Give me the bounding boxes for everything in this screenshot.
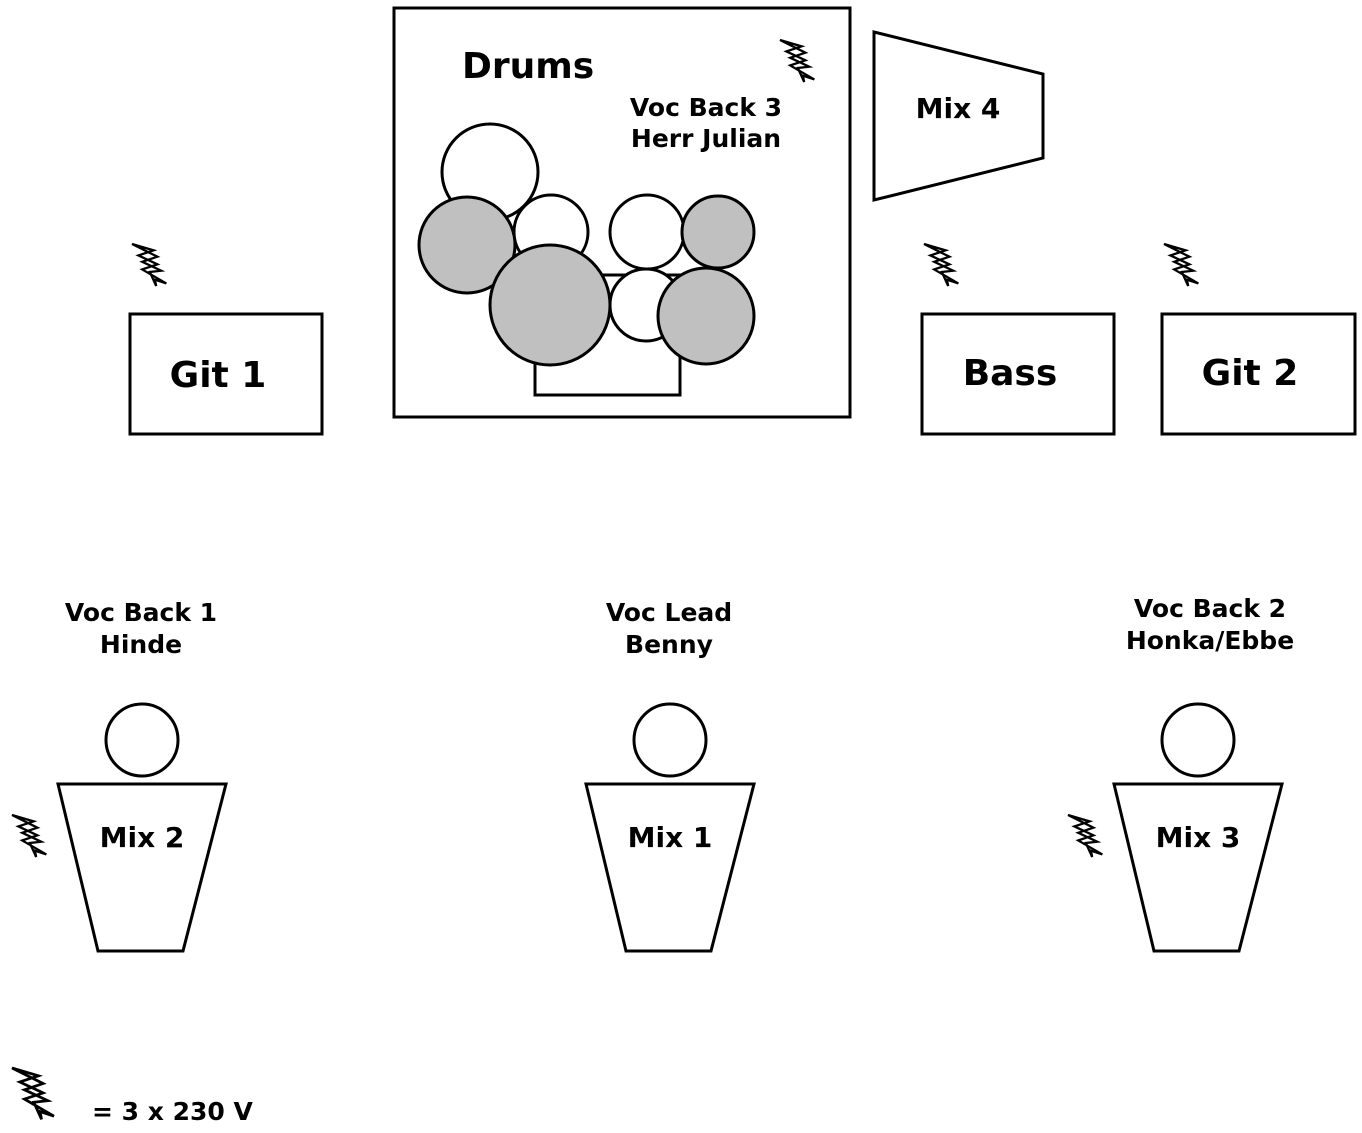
- amp-bass-label: Bass: [963, 353, 1058, 394]
- amp-git1-label: Git 1: [170, 355, 267, 396]
- vocalist-mix-label: Mix 2: [100, 821, 185, 854]
- vocalist-name-line2: Honka/Ebbe: [1126, 626, 1294, 655]
- power-bolt-icon: [1057, 806, 1114, 862]
- monitor-wedge: [1112, 782, 1284, 953]
- amp-box: [128, 312, 324, 436]
- drum-kit: [417, 122, 756, 397]
- monitor-wedge: [584, 782, 756, 953]
- monitor-mix4: Mix 4: [872, 30, 1045, 202]
- amp-box: [1160, 312, 1357, 436]
- monitor-mix4-label: Mix 4: [916, 92, 1001, 125]
- vocalist-name-line1: Voc Lead: [606, 598, 732, 627]
- vocalist-head: [632, 702, 708, 778]
- drums-vocal-line1: Voc Back 3: [630, 93, 782, 122]
- vocalist-lead: Voc Lead Benny Mix 1: [584, 598, 756, 953]
- amp-git2: Git 2: [1153, 235, 1357, 436]
- hihat-cymbal: [417, 195, 517, 295]
- tom-2: [608, 193, 686, 271]
- bass-drum: [488, 243, 612, 367]
- drum-riser: Drums Voc Back 3 Herr Julian: [392, 6, 852, 419]
- floor-tom: [656, 266, 756, 366]
- drums-vocal-line2: Herr Julian: [631, 124, 781, 153]
- vocalist-back1: Voc Back 1 Hinde Mix 2: [1, 598, 228, 953]
- drums-title: Drums: [462, 46, 594, 87]
- power-bolt-icon: [1153, 235, 1210, 291]
- ride-cymbal-small: [680, 194, 756, 270]
- legend-text: = 3 x 230 V: [92, 1097, 253, 1126]
- vocalist-name-line2: Benny: [625, 630, 713, 659]
- amp-git1: Git 1: [121, 235, 324, 436]
- legend: = 3 x 230 V: [0, 1057, 253, 1126]
- vocalist-name-line2: Hinde: [100, 630, 182, 659]
- vocalist-mix-label: Mix 3: [1156, 821, 1241, 854]
- monitor-wedge: [56, 782, 228, 953]
- power-bolt-icon: [1, 806, 58, 862]
- vocalist-head: [104, 702, 180, 778]
- vocalist-back2: Voc Back 2 Honka/Ebbe Mix 3: [1057, 594, 1294, 953]
- power-bolt-icon: [0, 1057, 68, 1126]
- vocalist-head: [1160, 702, 1236, 778]
- power-bolt-icon: [913, 235, 970, 291]
- amp-bass: Bass: [913, 235, 1116, 436]
- power-bolt-icon: [121, 235, 178, 291]
- vocalist-name-line1: Voc Back 2: [1134, 594, 1286, 623]
- monitor-wedge: [872, 30, 1045, 202]
- amp-box: [920, 312, 1116, 436]
- vocalist-mix-label: Mix 1: [628, 821, 713, 854]
- amp-git2-label: Git 2: [1202, 353, 1299, 394]
- vocalist-name-line1: Voc Back 1: [65, 598, 217, 627]
